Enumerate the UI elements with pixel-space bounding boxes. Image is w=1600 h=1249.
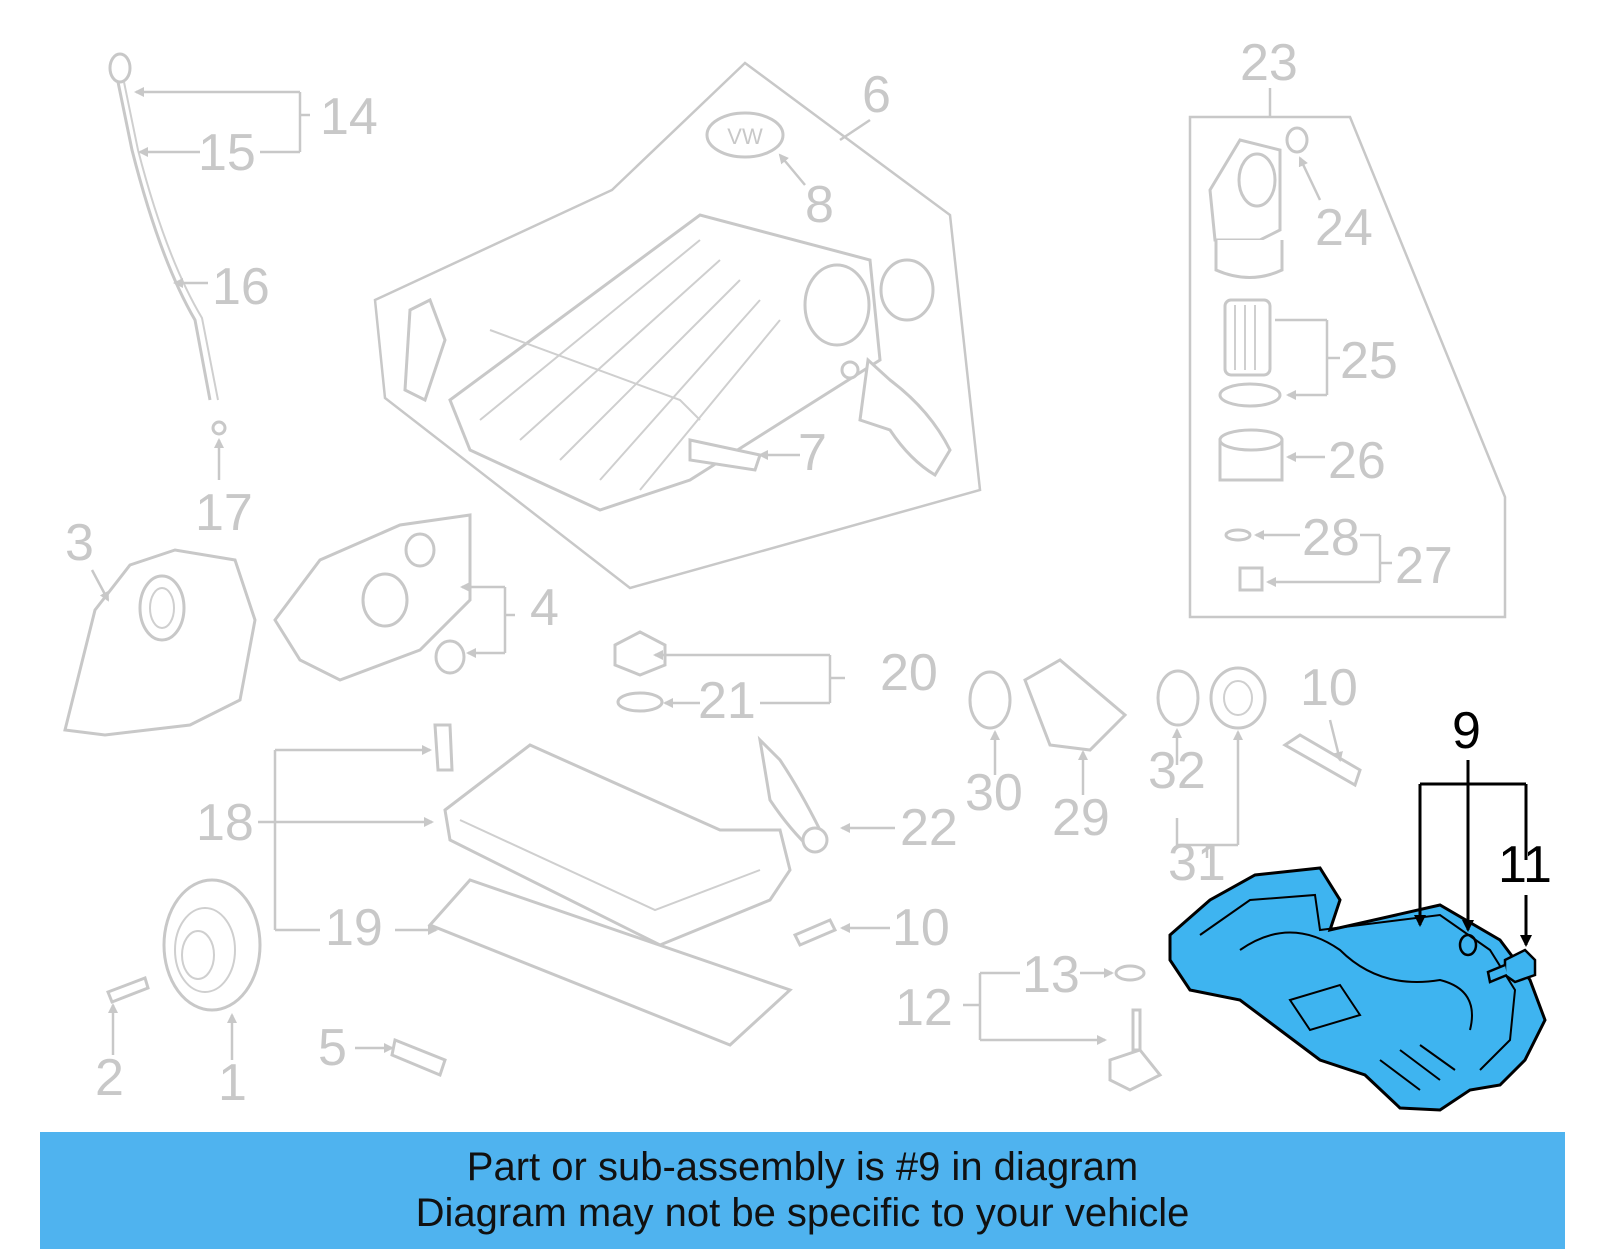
oil-cap-part <box>613 630 667 713</box>
label-9[interactable]: 9 <box>1452 702 1481 760</box>
label-1: 1 <box>218 1054 247 1112</box>
label-7: 7 <box>798 424 827 482</box>
label-31: 31 <box>1168 834 1226 892</box>
label-26: 26 <box>1328 432 1386 490</box>
label-8: 8 <box>805 176 834 234</box>
oil-pan-highlighted <box>1168 866 1547 1112</box>
label-21: 21 <box>698 672 756 730</box>
callout-lines-23-28 <box>1254 88 1392 587</box>
label-18: 18 <box>196 794 254 852</box>
callout-lines-12-13 <box>963 968 1114 1045</box>
info-banner: Part or sub-assembly is #9 in diagram Di… <box>40 1132 1565 1249</box>
timing-cover-parts <box>63 513 472 737</box>
oil-filter-group <box>1188 115 1507 619</box>
label-29: 29 <box>1052 789 1110 847</box>
label-13: 13 <box>1022 946 1080 1004</box>
label-22: 22 <box>900 799 958 857</box>
callout-lines-29-32-10 <box>990 719 1343 858</box>
label-32: 32 <box>1148 742 1206 800</box>
banner-line-disclaimer: Diagram may not be specific to your vehi… <box>415 1191 1190 1235</box>
callout-lines-3-4 <box>90 569 515 658</box>
label-3: 3 <box>65 514 94 572</box>
callout-lines-1-2-5 <box>108 1003 394 1060</box>
label-2: 2 <box>95 1049 124 1107</box>
callout-lines-9-11[interactable] <box>1414 760 1532 947</box>
label-19: 19 <box>325 899 383 957</box>
oil-level-sensor-parts <box>1108 964 1163 1092</box>
label-24: 24 <box>1315 199 1373 257</box>
label-5: 5 <box>318 1019 347 1077</box>
label-28: 28 <box>1302 509 1360 567</box>
crank-pulley-parts <box>106 878 447 1078</box>
label-20: 20 <box>880 644 938 702</box>
banner-line-part-info: Part or sub-assembly is #9 in diagram <box>466 1145 1139 1189</box>
label-10-upper: 10 <box>1300 659 1358 717</box>
dipstick-part <box>108 52 227 436</box>
intake-manifold-group: VW <box>373 61 982 590</box>
label-30: 30 <box>965 764 1023 822</box>
oil-cooler-parts <box>968 658 1362 788</box>
svg-text:VW: VW <box>727 124 763 149</box>
label-25: 25 <box>1340 332 1398 390</box>
label-4: 4 <box>530 579 559 637</box>
label-10-lower: 10 <box>892 899 950 957</box>
label-6: 6 <box>862 66 891 124</box>
callout-lines-18-19-22 <box>258 745 895 935</box>
label-23: 23 <box>1240 34 1298 92</box>
label-12: 12 <box>895 979 953 1037</box>
callout-lines-6-7-8 <box>758 118 871 460</box>
label-15: 15 <box>198 124 256 182</box>
valve-cover-parts <box>427 723 838 1047</box>
label-27: 27 <box>1395 537 1453 595</box>
callout-labels: 14 15 16 17 6 8 7 3 4 23 24 25 26 28 27 … <box>65 34 1552 1112</box>
label-11[interactable]: 11 <box>1498 836 1552 894</box>
label-17: 17 <box>195 484 253 542</box>
callout-lines-14-15-16-17 <box>134 87 310 480</box>
label-14: 14 <box>320 88 378 146</box>
label-16: 16 <box>212 258 270 316</box>
callout-lines-20-21 <box>653 650 845 708</box>
